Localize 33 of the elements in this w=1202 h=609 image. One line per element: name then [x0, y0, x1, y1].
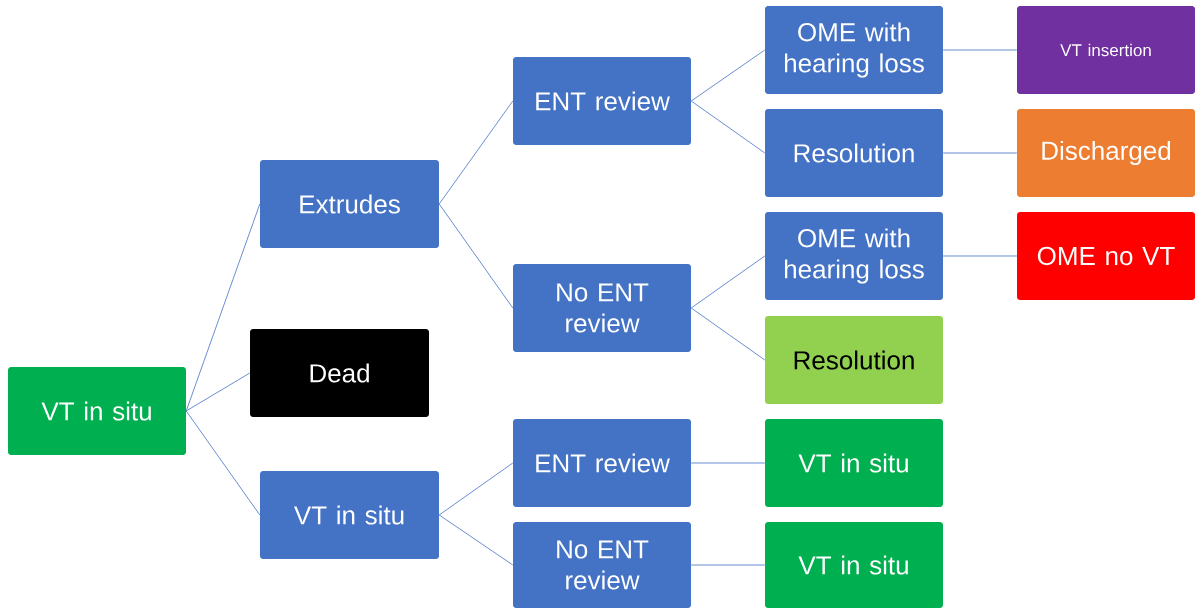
connector-line: [438, 514, 514, 566]
connector-line: [185, 203, 261, 412]
process-box: OME no VT: [1017, 212, 1195, 300]
connector-line: [690, 100, 766, 154]
process-box: VT in situ: [8, 367, 186, 455]
process-box: Dead: [250, 329, 429, 417]
process-box: Resolution: [765, 109, 943, 197]
connector-line: [942, 152, 1018, 154]
process-box: VT in situ: [765, 419, 943, 507]
connector-line: [690, 462, 766, 464]
connector-line: [438, 100, 514, 205]
connector-line: [690, 307, 766, 361]
connector-line: [942, 255, 1018, 257]
process-box: VT in situ: [260, 471, 439, 559]
connector-line: [690, 49, 766, 102]
process-box: No ENT review: [513, 264, 691, 352]
process-box: Discharged: [1017, 109, 1195, 197]
connector-line: [185, 372, 251, 412]
process-box: ENT review: [513, 57, 691, 145]
process-box: VT insertion: [1017, 6, 1195, 94]
connector-line: [942, 49, 1018, 51]
process-box: Resolution: [765, 316, 943, 404]
process-box: VT in situ: [765, 522, 943, 608]
connector-line: [185, 410, 261, 516]
connector-line: [690, 255, 766, 309]
process-box: OME with hearing loss: [765, 6, 943, 94]
connector-line: [438, 203, 514, 309]
process-box: Extrudes: [260, 160, 439, 248]
process-box: OME with hearing loss: [765, 212, 943, 300]
connector-line: [438, 462, 514, 516]
process-box: ENT review: [513, 419, 691, 507]
connector-line: [690, 564, 766, 566]
process-box: No ENT review: [513, 522, 691, 608]
